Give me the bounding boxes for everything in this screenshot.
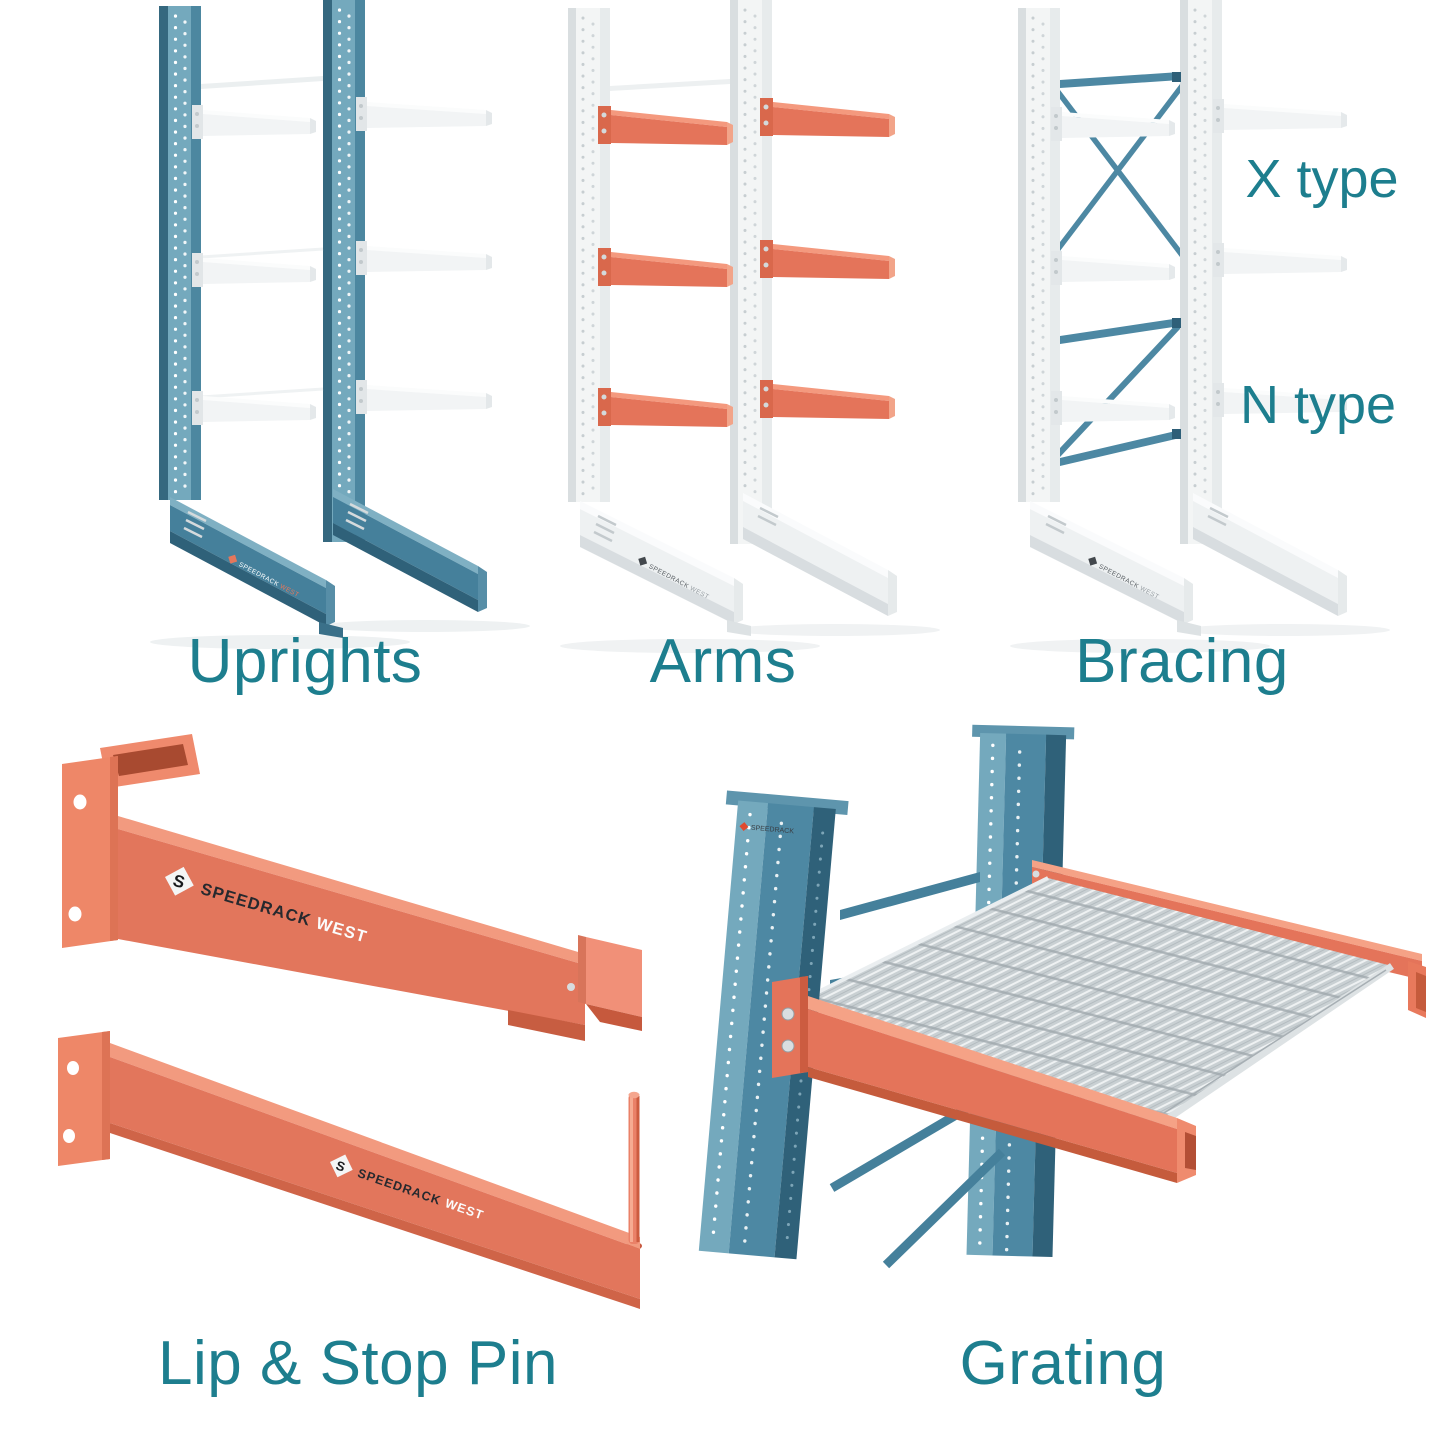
cantilever-arm bbox=[356, 241, 492, 275]
arms-illustration: SPEEDRACKWEST bbox=[560, 0, 940, 653]
floor-shadow bbox=[730, 624, 940, 636]
stop-pin bbox=[628, 1091, 640, 1244]
floor-shadow bbox=[560, 639, 820, 653]
cantilever-arm bbox=[1051, 107, 1175, 141]
cantilever-arm bbox=[1213, 383, 1347, 417]
cantilever-arm bbox=[1213, 99, 1347, 133]
uprights-illustration: SPEEDRACKWEST bbox=[150, 0, 530, 649]
tie-brace bbox=[610, 79, 730, 91]
cantilever-arm bbox=[1051, 251, 1175, 285]
cantilever-arm bbox=[772, 976, 1196, 1183]
base-beam: SPEEDRACKWEST bbox=[170, 497, 343, 638]
base-beam bbox=[1193, 493, 1347, 616]
grating-deck bbox=[797, 876, 1394, 1131]
svg-text:S: S bbox=[171, 871, 187, 892]
floor-shadow bbox=[320, 620, 530, 632]
horizontal-brace bbox=[1060, 318, 1180, 344]
mounting-plate bbox=[62, 756, 118, 948]
n-type-label: N type bbox=[1239, 375, 1397, 435]
base-beam: SPEEDRACKWEST bbox=[1030, 501, 1201, 636]
uprights-label: Uprights bbox=[187, 627, 423, 696]
floor-shadow bbox=[150, 635, 410, 649]
mounting-plate bbox=[772, 976, 808, 1078]
cantilever-arm bbox=[760, 380, 895, 419]
grating-illustration: SPEEDRACK bbox=[698, 724, 1426, 1269]
tie-brace bbox=[200, 76, 324, 399]
base-beam bbox=[743, 493, 897, 616]
bolt bbox=[781, 1039, 795, 1053]
cantilever-arm bbox=[598, 388, 733, 427]
arms-label: Arms bbox=[649, 627, 797, 696]
cantilever-arm bbox=[356, 97, 492, 131]
brand-logo: SPEEDRACK bbox=[739, 822, 795, 836]
lip-stop-pin-label: Lip & Stop Pin bbox=[158, 1329, 558, 1398]
floor-shadow bbox=[1010, 639, 1270, 653]
diagonal-brace bbox=[1060, 320, 1180, 457]
lip-arm: S SPEEDRACKWEST bbox=[62, 734, 642, 1041]
cantilever-arm bbox=[356, 380, 492, 414]
svg-text:SPEEDRACK: SPEEDRACK bbox=[751, 825, 795, 836]
grating-label: Grating bbox=[959, 1329, 1167, 1398]
x-type-label: X type bbox=[1245, 149, 1399, 209]
cantilever-arm bbox=[192, 253, 316, 287]
bolt bbox=[781, 1007, 795, 1021]
horizontal-brace bbox=[1060, 72, 1180, 88]
cantilever-arm bbox=[1213, 243, 1347, 277]
arm-lip bbox=[578, 935, 642, 1031]
base-beam: SPEEDRACKWEST bbox=[580, 501, 751, 636]
cantilever-arm bbox=[760, 240, 895, 279]
lip-stop-pin-illustration: S SPEEDRACKWEST S bbox=[58, 734, 642, 1309]
cantilever-arm bbox=[598, 248, 733, 287]
base-beam bbox=[333, 489, 487, 612]
mounting-plate bbox=[58, 1031, 110, 1166]
cantilever-arm bbox=[760, 98, 895, 137]
horizontal-brace bbox=[1060, 430, 1180, 466]
floor-shadow bbox=[1180, 624, 1390, 636]
cantilever-arm bbox=[192, 391, 316, 425]
bracing-label: Bracing bbox=[1075, 627, 1289, 696]
cantilever-arm bbox=[192, 105, 316, 139]
bolt bbox=[567, 983, 575, 991]
cantilever-arm bbox=[598, 106, 733, 145]
bracing-illustration: SPEEDRACKWEST bbox=[1010, 0, 1390, 653]
stop-pin-arm: S SPEEDRACKWEST bbox=[58, 1031, 642, 1309]
cantilever-arm bbox=[1051, 391, 1175, 425]
